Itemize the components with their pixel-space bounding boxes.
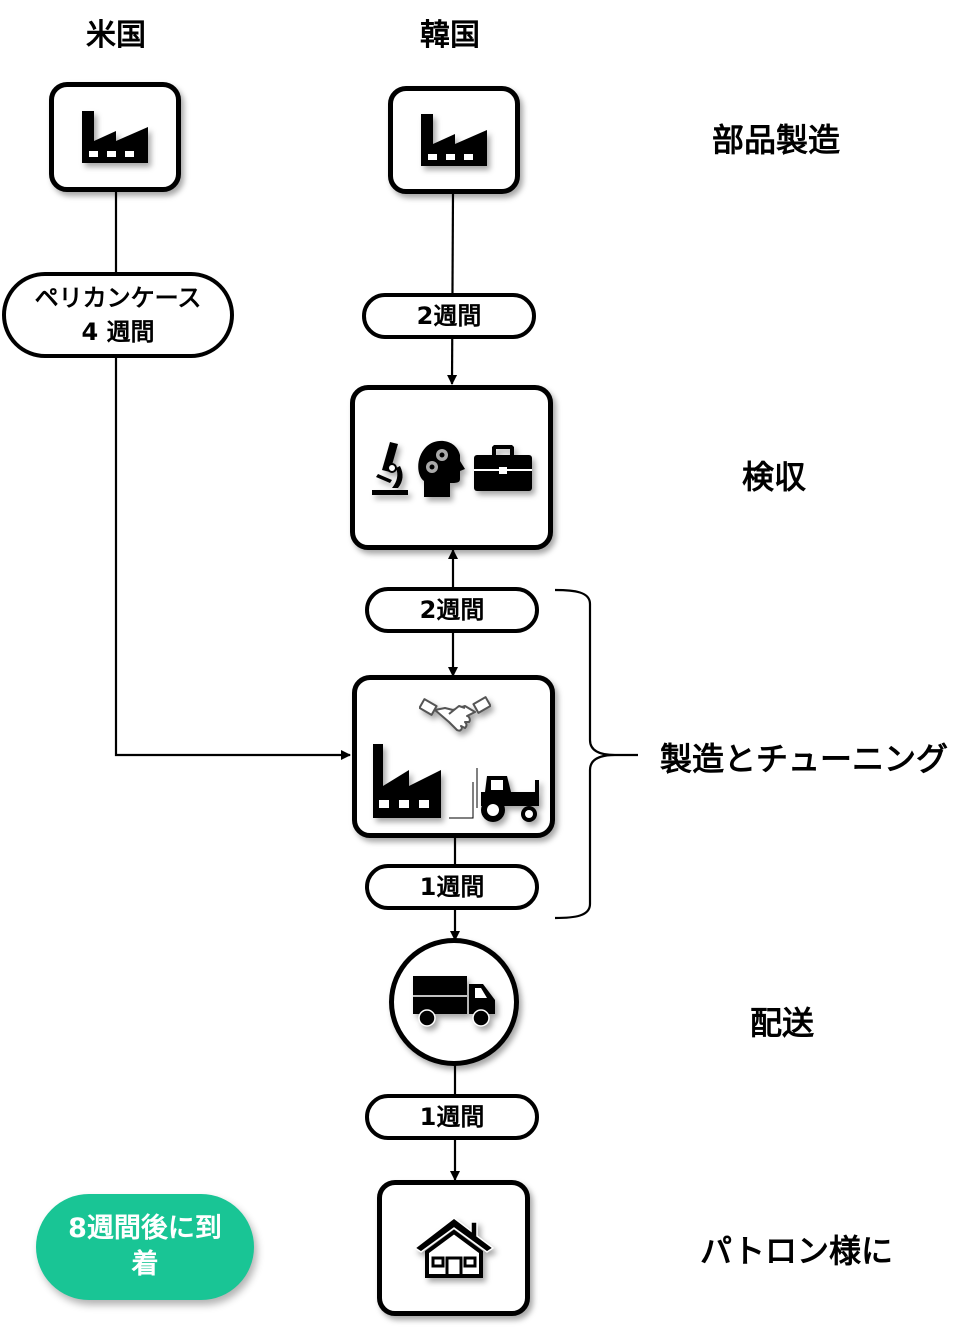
stage-label-to-patron: パトロン様に [700, 1232, 893, 1270]
column-header-korea: 韓国 [420, 18, 480, 53]
manufacturing-brace [554, 588, 638, 920]
duration-pelican-case: ペリカンケース 4 週間 [2, 272, 234, 358]
stage-label-delivery: 配送 [750, 1004, 815, 1042]
microscope-icon [370, 438, 410, 498]
tractor-icon [477, 772, 541, 824]
house-icon [411, 1216, 497, 1280]
handshake-icon [419, 696, 491, 738]
stage-label-parts-manufacturing: 部品製造 [712, 121, 841, 159]
stage-label-manufacturing-tuning: 製造とチューニング [660, 740, 949, 778]
inspection-node [350, 385, 553, 550]
factory-icon [419, 112, 489, 168]
separator-line [449, 768, 478, 819]
usa-to-manufacturing-line [114, 190, 351, 760]
manufacturing-tuning-node [352, 675, 555, 838]
stage-label-inspection: 検収 [742, 458, 807, 496]
total-duration-badge: 8週間後に到着 [36, 1194, 254, 1300]
truck-icon [411, 974, 497, 1030]
korea-to-inspection-line [447, 191, 458, 385]
column-header-usa: 米国 [86, 18, 146, 53]
duration-manufacturing-to-delivery: 1週間 [365, 864, 539, 910]
usa-factory-node [49, 82, 181, 192]
duration-korea-to-inspection: 2週間 [362, 293, 536, 339]
duration-inspection-to-manufacturing: 2週間 [365, 587, 539, 633]
patron-node [377, 1180, 530, 1316]
korea-factory-node [388, 86, 520, 194]
factory-icon [371, 742, 443, 820]
factory-icon [80, 109, 150, 165]
delivery-node [389, 938, 519, 1066]
briefcase-icon [472, 443, 534, 493]
head-gears-icon [416, 437, 466, 499]
duration-delivery-to-patron: 1週間 [365, 1094, 539, 1140]
